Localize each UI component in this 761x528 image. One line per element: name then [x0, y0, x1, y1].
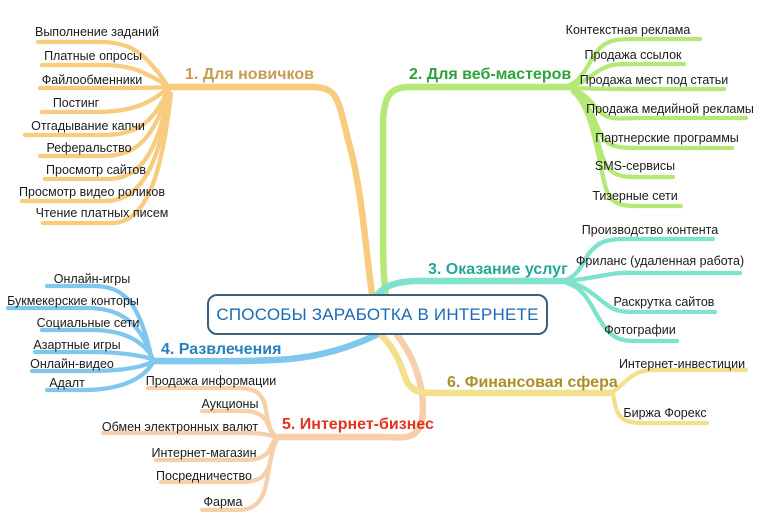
branch-4-lines	[5, 283, 382, 393]
mindmap-leaf[interactable]: Фарма	[203, 495, 243, 509]
mindmap-leaf[interactable]: Социальные сети	[36, 316, 140, 330]
mindmap-leaf[interactable]: Чтение платных писем	[35, 206, 169, 220]
mindmap-leaf[interactable]: Азартные игры	[33, 338, 121, 352]
mindmap-leaf[interactable]: Файлообменники	[41, 73, 143, 87]
branch-1-leaf-line	[35, 39, 169, 86]
branch-4-leaf-line	[44, 283, 153, 354]
branch-3-leaf-line	[563, 236, 716, 283]
mindmap-leaf[interactable]: Выполнение заданий	[34, 25, 160, 39]
branch-1-leaf-line	[39, 86, 170, 115]
branch-label-webmasters[interactable]: 2. Для веб-мастеров	[409, 66, 572, 83]
branch-6-leaf-line	[610, 391, 710, 426]
mindmap-leaf[interactable]: Просмотр сайтов	[46, 163, 146, 177]
mindmap-leaf[interactable]: Фотографии	[604, 323, 676, 337]
branch-1-leaf-line	[40, 91, 174, 226]
center-title: СПОСОБЫ ЗАРАБОТКА В ИНТЕРНЕТЕ	[216, 304, 539, 324]
branch-1-trunk-line	[164, 83, 376, 298]
branch-3-leaf-line	[563, 270, 743, 284]
branch-4-leaf-line	[5, 305, 154, 358]
mindmap-leaf[interactable]: Продажа ссылок	[584, 48, 682, 62]
branch-label-noviches[interactable]: 1. Для новичков	[185, 66, 314, 83]
branch-4-leaf-line	[32, 349, 155, 362]
mindmap-leaf[interactable]: Производство контента	[581, 223, 719, 237]
branch-2-trunk-line	[379, 83, 574, 299]
mindmap-leaf[interactable]: Отгадывание капчи	[31, 119, 145, 133]
mindmap-leaf[interactable]: Букмекерские конторы	[7, 294, 139, 308]
branch-5-leaf-line	[199, 437, 280, 513]
branch-1-leaf-line	[39, 62, 170, 88]
branch-4-leaf-line	[29, 359, 155, 374]
mindmap-leaf[interactable]: Посредничество	[156, 469, 252, 483]
branch-5-lines	[100, 331, 427, 513]
branch-4-leaf-line	[39, 327, 155, 360]
mindmap-leaf[interactable]: Продажа информации	[145, 374, 277, 388]
branch-2-leaf-line	[567, 36, 703, 88]
mindmap-leaf[interactable]: Реферальство	[46, 141, 132, 155]
branch-label-finance[interactable]: 6. Финансовая сфера	[447, 374, 618, 391]
branch-4-leaf-line	[44, 361, 155, 393]
mindmap-leaf[interactable]: Раскрутка сайтов	[613, 295, 715, 309]
branch-3-leaf-line	[564, 279, 718, 315]
branch-3-leaf-line	[564, 280, 680, 344]
branch-label-entertainment[interactable]: 4. Развлечения	[161, 341, 282, 358]
branch-label-internet-business[interactable]: 5. Интернет-бизнес	[282, 416, 434, 433]
branch-6-leaf-line	[609, 367, 749, 395]
mindmap-leaf[interactable]: Контекстная реклама	[565, 23, 691, 37]
mindmap-leaf[interactable]: Продажа медийной рекламы	[586, 102, 754, 116]
mindmap-leaf[interactable]: Биржа Форекс	[623, 406, 707, 420]
branch-4-trunk-line	[150, 330, 382, 365]
mindmap-leaf[interactable]: Тизерные сети	[592, 189, 678, 203]
branch-3-lines	[374, 236, 743, 344]
mindmap-leaf[interactable]: Фриланс (удаленная работа)	[575, 254, 745, 268]
branch-2-lines	[379, 36, 749, 299]
mindmap-leaf[interactable]: Онлайн-видео	[30, 357, 114, 371]
center-node[interactable]: СПОСОБЫ ЗАРАБОТКА В ИНТЕРНЕТЕ	[207, 294, 548, 335]
mindmap-leaf[interactable]: Интернет-магазин	[151, 446, 257, 460]
mindmap-leaf[interactable]: Обмен электронных валют	[101, 420, 259, 434]
branch-2-leaf-line	[568, 61, 687, 89]
mindmap-leaf[interactable]: Просмотр видео роликов	[19, 185, 165, 199]
mindmap-leaf[interactable]: Постинг	[52, 96, 100, 110]
branch-5-trunk-line	[274, 331, 427, 441]
mindmap-leaf[interactable]: SMS-сервисы	[594, 159, 676, 173]
mindmap-leaf[interactable]: Интернет-инвестиции	[618, 357, 746, 371]
mindmap-leaf[interactable]: Онлайн-игры	[53, 272, 131, 286]
branch-2-leaf-line	[569, 85, 727, 92]
mindmap-leaf[interactable]: Адалт	[49, 376, 85, 390]
branch-2-leaf-line	[569, 86, 749, 121]
branch-5-leaf-line	[100, 430, 279, 440]
branch-label-services[interactable]: 3. Оказание услуг	[428, 261, 568, 278]
mindmap-leaf[interactable]: Партнерские программы	[595, 131, 739, 145]
mindmap-leaf[interactable]: Платные опросы	[44, 49, 142, 63]
branch-1-leaf-line	[37, 88, 171, 159]
mindmap-leaf[interactable]: Продажа мест под статьи	[579, 73, 729, 87]
branch-1-lines	[19, 39, 376, 298]
branch-3-trunk-line	[374, 277, 570, 298]
branch-6-trunk-line	[378, 332, 616, 397]
branch-6-lines	[378, 332, 749, 426]
mindmap-leaf[interactable]: Аукционы	[201, 397, 259, 411]
branch-1-leaf-line	[37, 84, 170, 91]
branch-2-leaf-line	[570, 89, 684, 209]
